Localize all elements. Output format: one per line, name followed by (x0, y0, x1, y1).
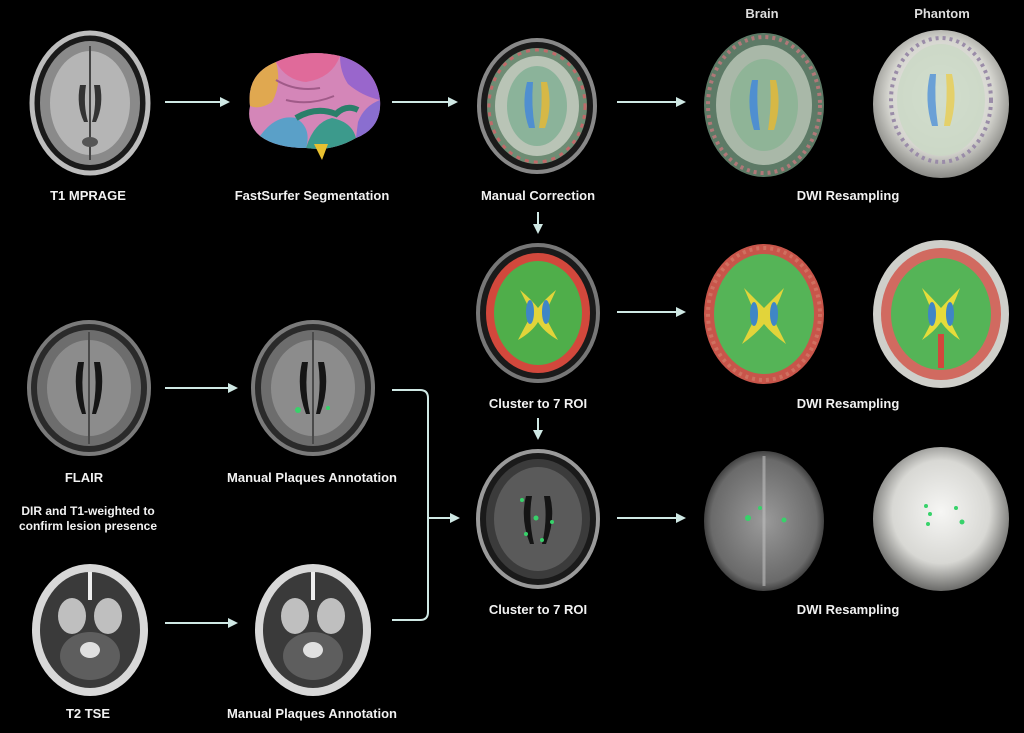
t2-tse-image (32, 564, 148, 696)
dwi-brain-image-1 (704, 33, 824, 177)
flair-image (27, 320, 151, 456)
t1-mprage-image (29, 30, 151, 176)
cluster-roi-image-2 (476, 449, 600, 589)
fastsurfer-label: FastSurfer Segmentation (234, 188, 390, 203)
phantom-column-header: Phantom (914, 6, 970, 21)
phantom-image-2 (873, 240, 1009, 388)
dwi-brain-image-3 (704, 451, 824, 591)
plaques-annotation-label-2: Manual Plaques Annotation (227, 706, 397, 721)
dwi-resampling-label-3: DWI Resampling (796, 602, 900, 617)
plaques-annotation-label-1: Manual Plaques Annotation (227, 470, 397, 485)
cluster-roi-image-1 (476, 243, 600, 383)
dir-confirmation-note: DIR and T1-weighted to confirm lesion pr… (18, 504, 158, 533)
t1-mprage-label: T1 MPRAGE (50, 188, 126, 203)
manual-correction-label: Manual Correction (480, 188, 596, 203)
cluster-roi-label-2: Cluster to 7 ROI (488, 602, 588, 617)
flair-label: FLAIR (64, 470, 104, 485)
cluster-roi-label-1: Cluster to 7 ROI (488, 396, 588, 411)
plaques-annotation-image-2 (255, 564, 371, 696)
dwi-resampling-label-1: DWI Resampling (796, 188, 900, 203)
bracket-plaques-merge (392, 389, 429, 621)
fastsurfer-3d-brain-icon (249, 53, 381, 160)
dwi-resampling-label-2: DWI Resampling (796, 396, 900, 411)
t2-tse-label: T2 TSE (65, 706, 111, 721)
phantom-image-3 (873, 447, 1009, 591)
plaques-annotation-image-1 (251, 320, 375, 456)
dwi-brain-image-2 (704, 244, 824, 384)
brain-column-header: Brain (745, 6, 779, 21)
manual-correction-image (477, 38, 597, 174)
phantom-image-1 (873, 30, 1009, 178)
